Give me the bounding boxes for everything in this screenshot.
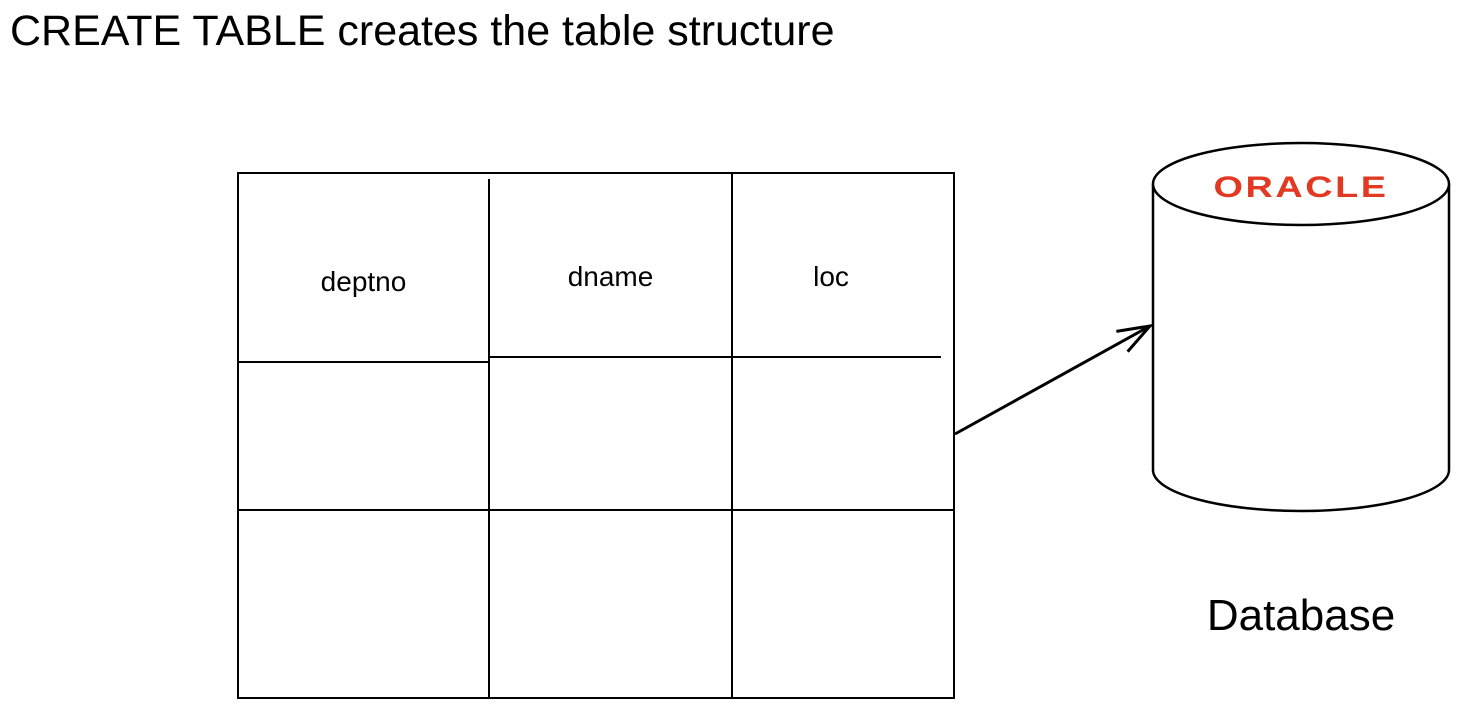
- oracle-logo: ORACLE: [1214, 171, 1389, 204]
- empty-cell: [490, 511, 733, 697]
- column-header-loc: loc: [721, 174, 941, 358]
- column-header-deptno: deptno: [239, 179, 490, 363]
- database-label: Database: [1206, 591, 1396, 640]
- database-cylinder-top: [1151, 141, 1451, 227]
- empty-cell: [733, 511, 953, 697]
- page-title: CREATE TABLE creates the table structure: [10, 7, 835, 55]
- empty-cell: [490, 358, 733, 511]
- arrow-to-database: [954, 326, 1150, 436]
- empty-cell: [239, 358, 490, 511]
- table-structure: deptno dname loc: [237, 172, 955, 699]
- empty-cell: [239, 511, 490, 697]
- database-cylinder-body: [1151, 184, 1451, 513]
- column-header-dname: dname: [490, 174, 733, 358]
- empty-cell: [733, 358, 953, 511]
